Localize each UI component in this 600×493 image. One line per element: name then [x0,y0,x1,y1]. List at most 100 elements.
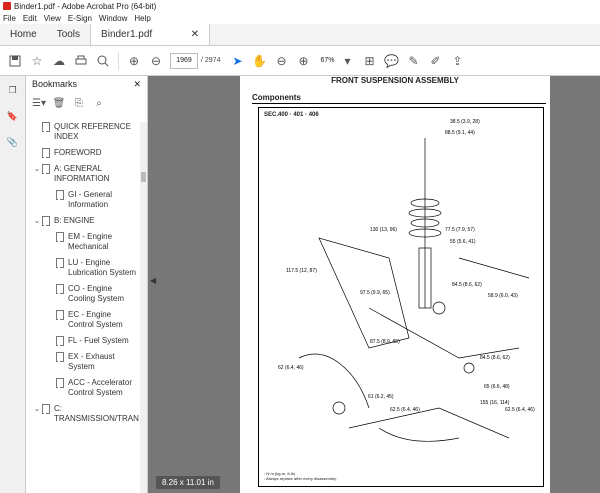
delete-icon[interactable]: 🗑 [52,97,66,109]
bookmarks-panel: Bookmarks ✕ ☰▾ 🗑 ⎘ ⌕ QUICK REFERENCE IND… [26,76,148,493]
bookmark-label: ACC - Accelerator Control System [68,378,133,397]
diagram-frame [258,107,544,487]
toolbar-divider [118,51,119,70]
bookmark-item[interactable]: LU - Engine Lubrication System [26,258,139,278]
collapse-panel-icon[interactable]: ◀ [150,276,157,285]
bookmark-item[interactable]: GI - General Information [26,190,139,210]
bookmark-item[interactable]: ⌄ B: ENGINE [26,216,139,226]
menu-view[interactable]: View [43,13,61,23]
bookmark-star-icon[interactable]: ☆ [31,53,43,68]
zoom-out-icon[interactable]: ⊖ [276,53,287,68]
bookmark-icon [56,310,66,320]
bookmarks-panel-icon[interactable]: 🔖 [6,110,19,121]
find-bookmark-icon[interactable]: ⌕ [96,97,102,109]
bookmark-icon [42,216,52,226]
options-menu-icon[interactable]: ☰▾ [32,97,46,109]
bookmarks-toolbar: ☰▾ 🗑 ⎘ ⌕ [26,92,147,114]
upload-cloud-icon[interactable]: ☁ [53,53,65,68]
select-cursor-icon[interactable]: ➤ [232,53,243,68]
bookmark-label: FL - Fuel System [68,336,129,345]
bookmark-item[interactable]: CO - Engine Cooling System [26,284,139,304]
comment-icon[interactable]: 💬 [384,53,399,68]
close-tab-icon[interactable]: ✕ [190,29,200,40]
bookmark-icon [42,148,52,158]
highlight-icon[interactable]: ✐ [430,53,441,68]
bookmark-icon [42,122,52,132]
chevron-down-icon[interactable]: ⌄ [33,164,41,173]
page-heading: FRONT SUSPENSION ASSEMBLY [331,76,459,85]
torque-label: 87.5 (8.9, 65) [370,339,400,345]
bookmark-label: EC - Engine Control System [68,310,123,329]
bookmark-scrollbar[interactable] [140,122,147,493]
page-total: / 2974 [201,57,221,64]
bookmark-label: EM - Engine Mechanical [68,232,113,251]
bookmark-item[interactable]: ACC - Accelerator Control System [26,378,139,398]
previous-page-icon[interactable]: ⊕ [128,53,140,68]
menu-edit[interactable]: Edit [22,13,37,23]
fit-page-icon[interactable]: ⊞ [364,53,375,68]
bookmark-icon [56,190,66,200]
bookmark-item[interactable]: QUICK REFERENCE INDEX [26,122,139,142]
search-icon[interactable] [92,51,114,71]
bookmarks-title: Bookmarks [32,79,78,89]
menu-esign[interactable]: E-Sign [67,13,92,23]
bookmark-item[interactable]: FOREWORD [26,148,139,158]
zoom-in-icon[interactable]: ⊕ [298,53,309,68]
toolbar: ☆ ☁ ⊕ ⊖ 1969 / 2974 ➤ ✋ ⊖ ⊕ 67% ▾ ⊞ 💬 ✎ … [0,46,600,76]
bookmark-icon [56,352,66,362]
bookmark-icon [42,404,52,414]
torque-label: 65 (6.6, 48) [484,384,510,390]
bookmark-item[interactable]: EM - Engine Mechanical [26,232,139,252]
bookmark-label: GI - General Information [68,190,113,209]
section-rule [252,103,546,104]
bookmark-list: QUICK REFERENCE INDEX FOREWORD ⌄A: GENERAL… [26,122,139,493]
new-bookmark-icon[interactable]: ⎘ [75,97,83,109]
section-reference: SEC.400 · 401 · 406 [264,112,319,118]
page-number-input[interactable]: 1969 [170,52,198,69]
bookmark-label: EX - Exhaust System [68,352,115,371]
title-bar: Binder1.pdf - Adobe Acrobat Pro (64-bit) [0,0,600,12]
chevron-down-icon[interactable]: ⌄ [33,404,41,413]
torque-label: 155 (16, 114) [480,400,510,406]
chevron-down-icon[interactable]: ⌄ [33,216,41,225]
navigation-rail: ❐ 🔖 📎 [0,76,26,493]
torque-label: 88.5 (9.1, 44) [445,130,475,136]
document-area: ◀ FRONT SUSPENSION ASSEMBLY Components [148,76,600,493]
bookmark-item[interactable]: FL - Fuel System [26,336,139,346]
bookmark-item[interactable]: ⌄C: TRANSMISSION/TRANSAXLE [26,404,139,424]
next-page-icon[interactable]: ⊖ [150,53,162,68]
save-icon[interactable] [4,51,26,71]
bookmark-label: CO - Engine Cooling System [68,284,125,303]
bookmark-icon [56,284,66,294]
bookmark-item[interactable]: EC - Engine Control System [26,310,139,330]
torque-label: 61 (6.2, 45) [368,394,394,400]
close-panel-icon[interactable]: ✕ [133,78,141,89]
tab-document-label: Binder1.pdf [101,29,153,40]
hand-tool-icon[interactable]: ✋ [251,53,267,68]
print-icon[interactable] [70,51,92,71]
torque-label: 84.5 (8.6, 62) [452,282,482,288]
scrollbar-thumb[interactable] [141,172,146,182]
bookmark-label: B: ENGINE [54,216,95,225]
pen-icon[interactable]: ✎ [408,53,419,68]
bookmark-item[interactable]: ⌄A: GENERAL INFORMATION [26,164,139,184]
window-title: Binder1.pdf - Adobe Acrobat Pro (64-bit) [14,1,157,11]
tab-document[interactable]: Binder1.pdf ✕ [90,24,211,45]
acrobat-icon [3,2,11,10]
menu-window[interactable]: Window [98,13,128,23]
bookmark-item[interactable]: EX - Exhaust System [26,352,139,372]
suspension-diagram [298,138,530,442]
zoom-dropdown-icon[interactable]: ▾ [344,53,351,68]
menu-help[interactable]: Help [134,13,151,23]
bookmark-icon [56,336,66,346]
share-icon[interactable]: ⇪ [452,53,463,68]
zoom-level[interactable]: 67% [320,57,335,64]
tab-home[interactable]: Home [10,29,37,40]
page-thumbnails-icon[interactable]: ❐ [8,84,17,95]
section-title: Components [252,93,301,102]
menu-file[interactable]: File [3,13,16,23]
torque-label: 38.5 (3.9, 28) [450,119,480,125]
tab-tools[interactable]: Tools [56,29,81,40]
attachments-icon[interactable]: 📎 [6,136,19,147]
diagram-legend: : N·m (kg-m, ft-lb) : Always replace aft… [264,471,337,481]
